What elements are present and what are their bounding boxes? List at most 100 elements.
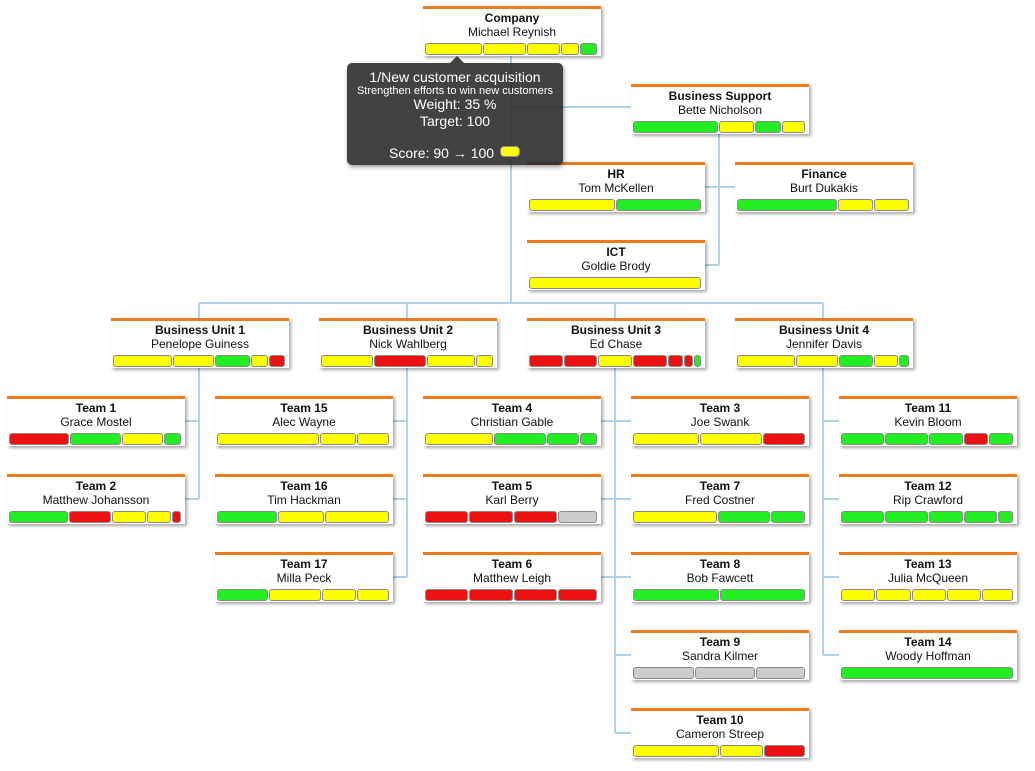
kpi-segment-yellow[interactable] <box>841 589 876 601</box>
kpi-segment-green[interactable] <box>771 511 805 523</box>
kpi-segment-green[interactable] <box>164 433 181 445</box>
kpi-segment-green[interactable] <box>217 589 269 601</box>
kpi-segment-yellow[interactable] <box>172 355 215 367</box>
kpi-segment-green[interactable] <box>718 511 771 523</box>
kpi-segment-green[interactable] <box>693 355 702 367</box>
kpi-segment-green[interactable] <box>929 433 963 445</box>
kpi-segment-yellow[interactable] <box>217 433 320 445</box>
kpi-segment-yellow[interactable] <box>321 355 373 367</box>
kpi-segment-green[interactable] <box>719 589 805 601</box>
kpi-segment-green[interactable] <box>70 433 121 445</box>
kpi-segment-green[interactable] <box>633 121 719 133</box>
kpi-segment-green[interactable] <box>885 511 929 523</box>
kpi-segment-red[interactable] <box>171 511 181 523</box>
kpi-segment-red[interactable] <box>557 589 597 601</box>
kpi-segment-green[interactable] <box>737 199 838 211</box>
kpi-segment-yellow[interactable] <box>700 433 762 445</box>
kpi-segment-green[interactable] <box>899 355 909 367</box>
kpi-segment-yellow[interactable] <box>796 355 838 367</box>
kpi-segment-gray[interactable] <box>756 667 806 679</box>
kpi-segment-yellow[interactable] <box>982 589 1014 601</box>
kpi-segment-gray[interactable] <box>557 511 597 523</box>
kpi-segment-yellow[interactable] <box>838 199 874 211</box>
kpi-segment-yellow[interactable] <box>113 355 172 367</box>
kpi-segment-green[interactable] <box>633 589 719 601</box>
kpi-segment-red[interactable] <box>667 355 684 367</box>
kpi-segment-red[interactable] <box>425 589 469 601</box>
kpi-segment-green[interactable] <box>754 121 782 133</box>
kpi-segment-yellow[interactable] <box>425 433 494 445</box>
kpi-segment-yellow[interactable] <box>426 355 476 367</box>
kpi-segment-red[interactable] <box>373 355 426 367</box>
kpi-segment-yellow[interactable] <box>121 433 164 445</box>
kpi-segment-yellow[interactable] <box>719 745 764 757</box>
kpi-segment-gray[interactable] <box>694 667 756 679</box>
kpi-segment-yellow[interactable] <box>269 589 321 601</box>
kpi-segment-yellow[interactable] <box>277 511 324 523</box>
kpi-segment-green[interactable] <box>615 199 701 211</box>
kpi-segment-yellow[interactable] <box>633 745 719 757</box>
kpi-segment-red[interactable] <box>469 589 513 601</box>
kpi-segment-green[interactable] <box>841 667 1013 679</box>
kpi-segment-red[interactable] <box>633 355 667 367</box>
kpi-segment-yellow[interactable] <box>873 355 899 367</box>
kpi-segment-yellow[interactable] <box>146 511 171 523</box>
kpi-segment-green[interactable] <box>494 433 546 445</box>
kpi-segment-red[interactable] <box>9 433 70 445</box>
kpi-segment-green[interactable] <box>9 511 68 523</box>
kpi-segment-yellow[interactable] <box>425 43 483 55</box>
kpi-segment-green[interactable] <box>217 511 277 523</box>
kpi-segment-red[interactable] <box>425 511 469 523</box>
kpi-segment-yellow[interactable] <box>876 589 911 601</box>
kpi-segment-red[interactable] <box>563 355 598 367</box>
kpi-segment-green[interactable] <box>988 433 1013 445</box>
kpi-segment-yellow[interactable] <box>737 355 796 367</box>
kpi-segment-red[interactable] <box>763 433 805 445</box>
kpi-segment-yellow[interactable] <box>529 199 615 211</box>
kpi-segment-red[interactable] <box>529 355 563 367</box>
kpi-segment-yellow[interactable] <box>911 589 946 601</box>
kpi-segment-yellow[interactable] <box>529 277 701 289</box>
kpi-segment-green[interactable] <box>929 511 963 523</box>
kpi-segment-green[interactable] <box>546 433 579 445</box>
kpi-segment-yellow[interactable] <box>633 511 717 523</box>
kpi-segment-yellow[interactable] <box>320 433 356 445</box>
kpi-segment-red[interactable] <box>513 589 557 601</box>
kpi-segment-yellow[interactable] <box>250 355 269 367</box>
kpi-segment-yellow[interactable] <box>719 121 754 133</box>
kpi-segment-green[interactable] <box>998 511 1013 523</box>
kpi-segment-gray[interactable] <box>633 667 694 679</box>
kpi-segment-red[interactable] <box>513 511 557 523</box>
kpi-segment-green[interactable] <box>885 433 929 445</box>
kpi-segment-yellow[interactable] <box>782 121 805 133</box>
kpi-segment-green[interactable] <box>215 355 250 367</box>
kpi-segment-red[interactable] <box>269 355 285 367</box>
kpi-segment-yellow[interactable] <box>560 43 580 55</box>
kpi-segment-yellow[interactable] <box>321 589 357 601</box>
kpi-segment-yellow[interactable] <box>112 511 146 523</box>
kpi-segment-red[interactable] <box>684 355 693 367</box>
kpi-segment-yellow[interactable] <box>526 43 560 55</box>
kpi-segment-green[interactable] <box>963 511 998 523</box>
